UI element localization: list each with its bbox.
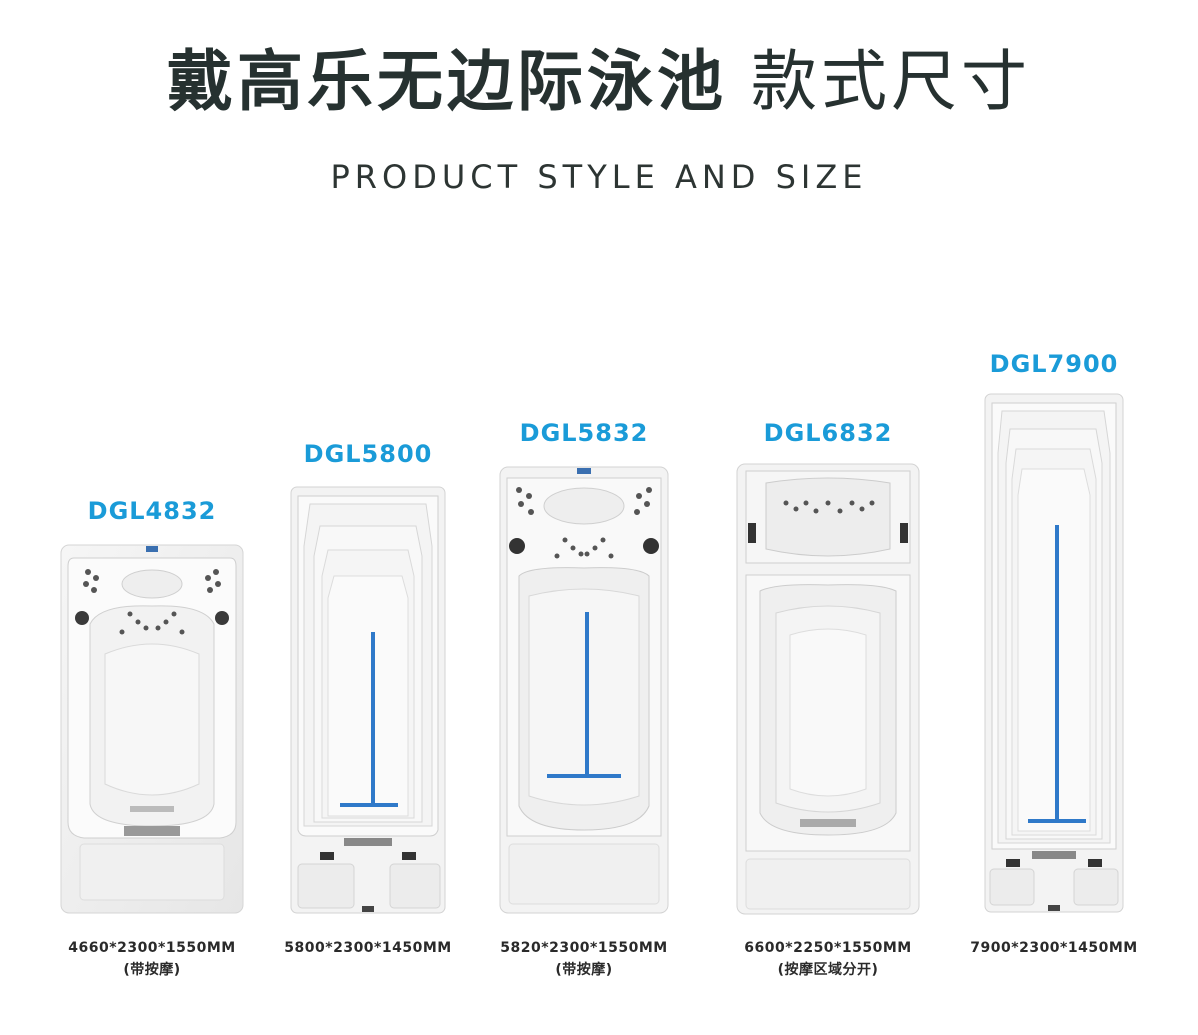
product-note: (带按摩) bbox=[123, 962, 181, 978]
title-bold: 戴高乐无边际泳池 bbox=[167, 43, 727, 120]
product-code-dgl7900: DGL7900 bbox=[989, 350, 1119, 378]
product-note: (按摩区域分开) bbox=[777, 962, 879, 978]
page-subtitle: PRODUCT STYLE AND SIZE bbox=[330, 158, 868, 196]
product-size: 5800*2300*1450MM bbox=[284, 940, 452, 956]
pool-image-dgl5800 bbox=[290, 486, 446, 914]
product-spec-dgl5800: 5800*2300*1450MM bbox=[262, 937, 474, 959]
product-code-dgl5800: DGL5800 bbox=[303, 440, 433, 468]
product-size: 4660*2300*1550MM bbox=[68, 940, 236, 956]
product-code-dgl4832: DGL4832 bbox=[87, 497, 217, 525]
product-spec-dgl5832: 5820*2300*1550MM (带按摩) bbox=[478, 937, 690, 981]
page-title: 戴高乐无边际泳池款式尺寸 bbox=[0, 28, 1198, 124]
product-spec-dgl4832: 4660*2300*1550MM (带按摩) bbox=[40, 937, 264, 981]
pool-image-dgl6832 bbox=[736, 463, 920, 915]
pool-image-dgl5832 bbox=[499, 466, 669, 914]
product-spec-dgl6832: 6600*2250*1550MM (按摩区域分开) bbox=[716, 937, 940, 981]
pool-image-dgl4832 bbox=[60, 544, 244, 914]
product-size: 5820*2300*1550MM bbox=[500, 940, 668, 956]
product-size: 7900*2300*1450MM bbox=[970, 940, 1138, 956]
product-note: (带按摩) bbox=[555, 962, 613, 978]
product-code-dgl5832: DGL5832 bbox=[519, 419, 649, 447]
product-size: 6600*2250*1550MM bbox=[744, 940, 912, 956]
product-code-dgl6832: DGL6832 bbox=[763, 419, 893, 447]
pool-image-dgl7900 bbox=[984, 393, 1124, 913]
product-spec-dgl7900: 7900*2300*1450MM bbox=[954, 937, 1154, 959]
title-light: 款式尺寸 bbox=[751, 43, 1031, 120]
